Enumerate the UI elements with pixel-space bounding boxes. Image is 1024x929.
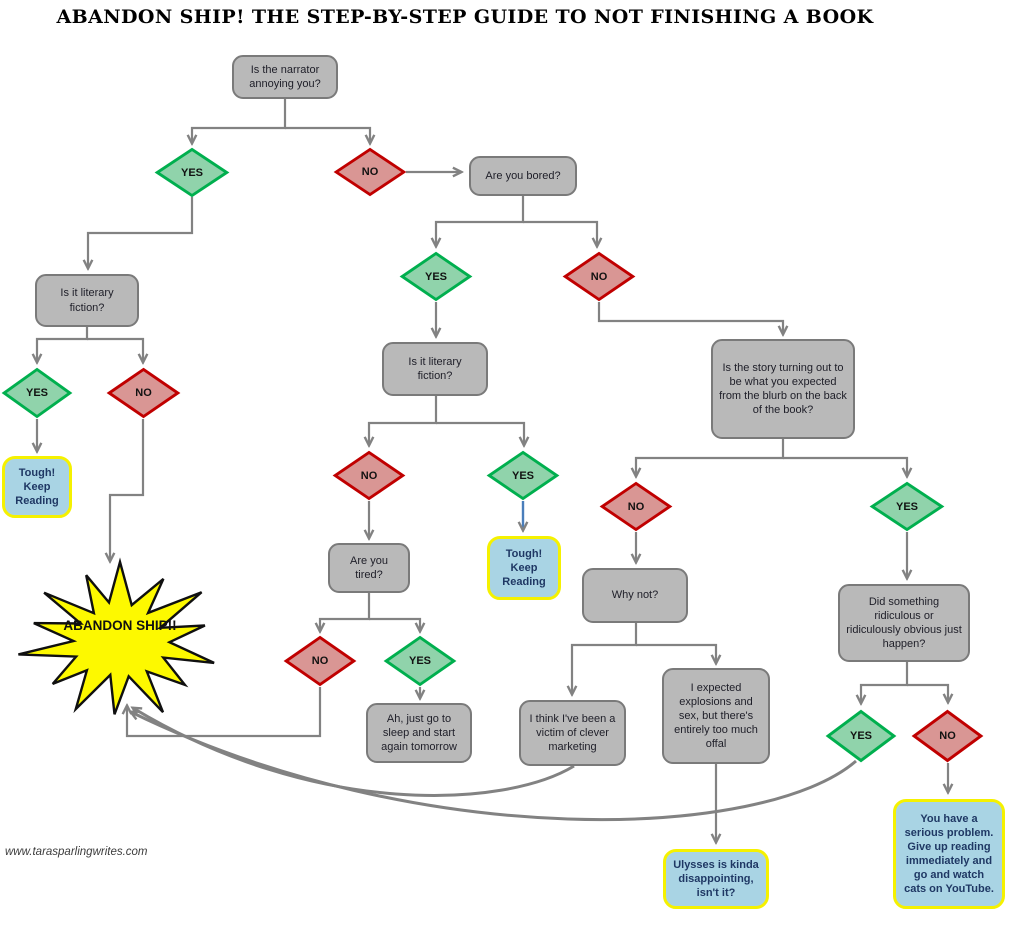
connector — [110, 419, 145, 561]
decision-no-litfic-left: NO — [106, 367, 181, 419]
abandon-ship-starburst — [18, 557, 215, 715]
node-tough-keep-reading-left: Tough! Keep Reading — [2, 456, 72, 518]
connector — [285, 126, 370, 143]
node-explosions-offal: I expected explosions and sex, but there… — [662, 668, 770, 764]
decision-label: YES — [25, 387, 48, 399]
connector — [572, 623, 638, 694]
decision-label: YES — [424, 270, 447, 283]
decision-no-ridiculous: NO — [911, 709, 984, 763]
decision-yes-tired: YES — [383, 635, 457, 687]
connector — [523, 220, 597, 246]
node-tough-keep-reading-mid: Tough! Keep Reading — [487, 536, 561, 600]
decision-no-narrator: NO — [333, 147, 407, 197]
decision-label: NO — [311, 655, 329, 667]
decision-yes-litfic-left: YES — [1, 367, 73, 419]
connector — [87, 337, 143, 362]
decision-label: NO — [361, 166, 379, 178]
connector-curve-yes-to-abandon — [131, 712, 857, 822]
connector — [37, 327, 89, 362]
connector — [907, 683, 948, 702]
node-ridiculous-question: Did something ridiculous or ridiculously… — [838, 584, 970, 662]
connector — [320, 593, 371, 631]
connector — [636, 439, 785, 476]
decision-label: NO — [590, 270, 608, 283]
node-why-not-question: Why not? — [582, 568, 688, 623]
decision-no-bored: NO — [562, 251, 636, 302]
decision-label: NO — [627, 500, 645, 513]
decision-yes-litfic-mid: YES — [486, 450, 560, 501]
watermark-url: www.tarasparlingwrites.com — [5, 846, 148, 858]
decision-label: YES — [849, 730, 872, 742]
connector — [436, 196, 525, 246]
connector — [783, 456, 907, 476]
decision-label: NO — [360, 469, 378, 482]
node-clever-marketing: I think I've been a victim of clever mar… — [519, 700, 626, 766]
decision-no-story: NO — [599, 481, 673, 532]
connector — [369, 396, 438, 445]
connector — [127, 687, 322, 738]
decision-label: YES — [895, 500, 918, 513]
connector — [88, 197, 194, 268]
node-narrator-question: Is the narrator annoying you? — [232, 55, 338, 99]
connector — [192, 99, 287, 143]
connector — [861, 662, 909, 703]
node-literary-fiction-mid-question: Is it literary fiction? — [382, 342, 488, 396]
decision-yes-story: YES — [869, 481, 945, 532]
decision-no-tired: NO — [283, 635, 357, 687]
connector — [436, 421, 524, 445]
node-literary-fiction-left-question: Is it literary fiction? — [35, 274, 139, 327]
node-bored-question: Are you bored? — [469, 156, 577, 196]
connector — [636, 643, 716, 663]
connector — [597, 302, 783, 334]
decision-yes-bored: YES — [399, 251, 473, 302]
node-story-blurb-question: Is the story turning out to be what you … — [711, 339, 855, 439]
node-tired-question: Are you tired? — [328, 543, 410, 593]
decision-label: YES — [180, 166, 203, 179]
connector — [369, 617, 420, 631]
decision-label: YES — [511, 469, 534, 482]
decision-yes-narrator: YES — [154, 147, 230, 198]
decision-no-litfic-mid: NO — [332, 450, 406, 501]
abandon-ship-label: ABANDON SHIP!! — [63, 618, 177, 633]
decision-yes-ridiculous: YES — [825, 709, 897, 763]
decision-label: YES — [408, 655, 431, 667]
node-ulysses-disappointing: Ulysses is kinda disappointing, isn't it… — [663, 849, 769, 909]
node-watch-cats-youtube: You have a serious problem. Give up read… — [893, 799, 1005, 909]
node-go-to-sleep: Ah, just go to sleep and start again tom… — [366, 703, 472, 763]
decision-label: NO — [939, 730, 956, 742]
decision-label: NO — [135, 387, 152, 399]
page-title: ABANDON SHIP! THE STEP-BY-STEP GUIDE TO … — [56, 6, 874, 28]
connector-curve-marketing-to-abandon — [133, 708, 575, 797]
